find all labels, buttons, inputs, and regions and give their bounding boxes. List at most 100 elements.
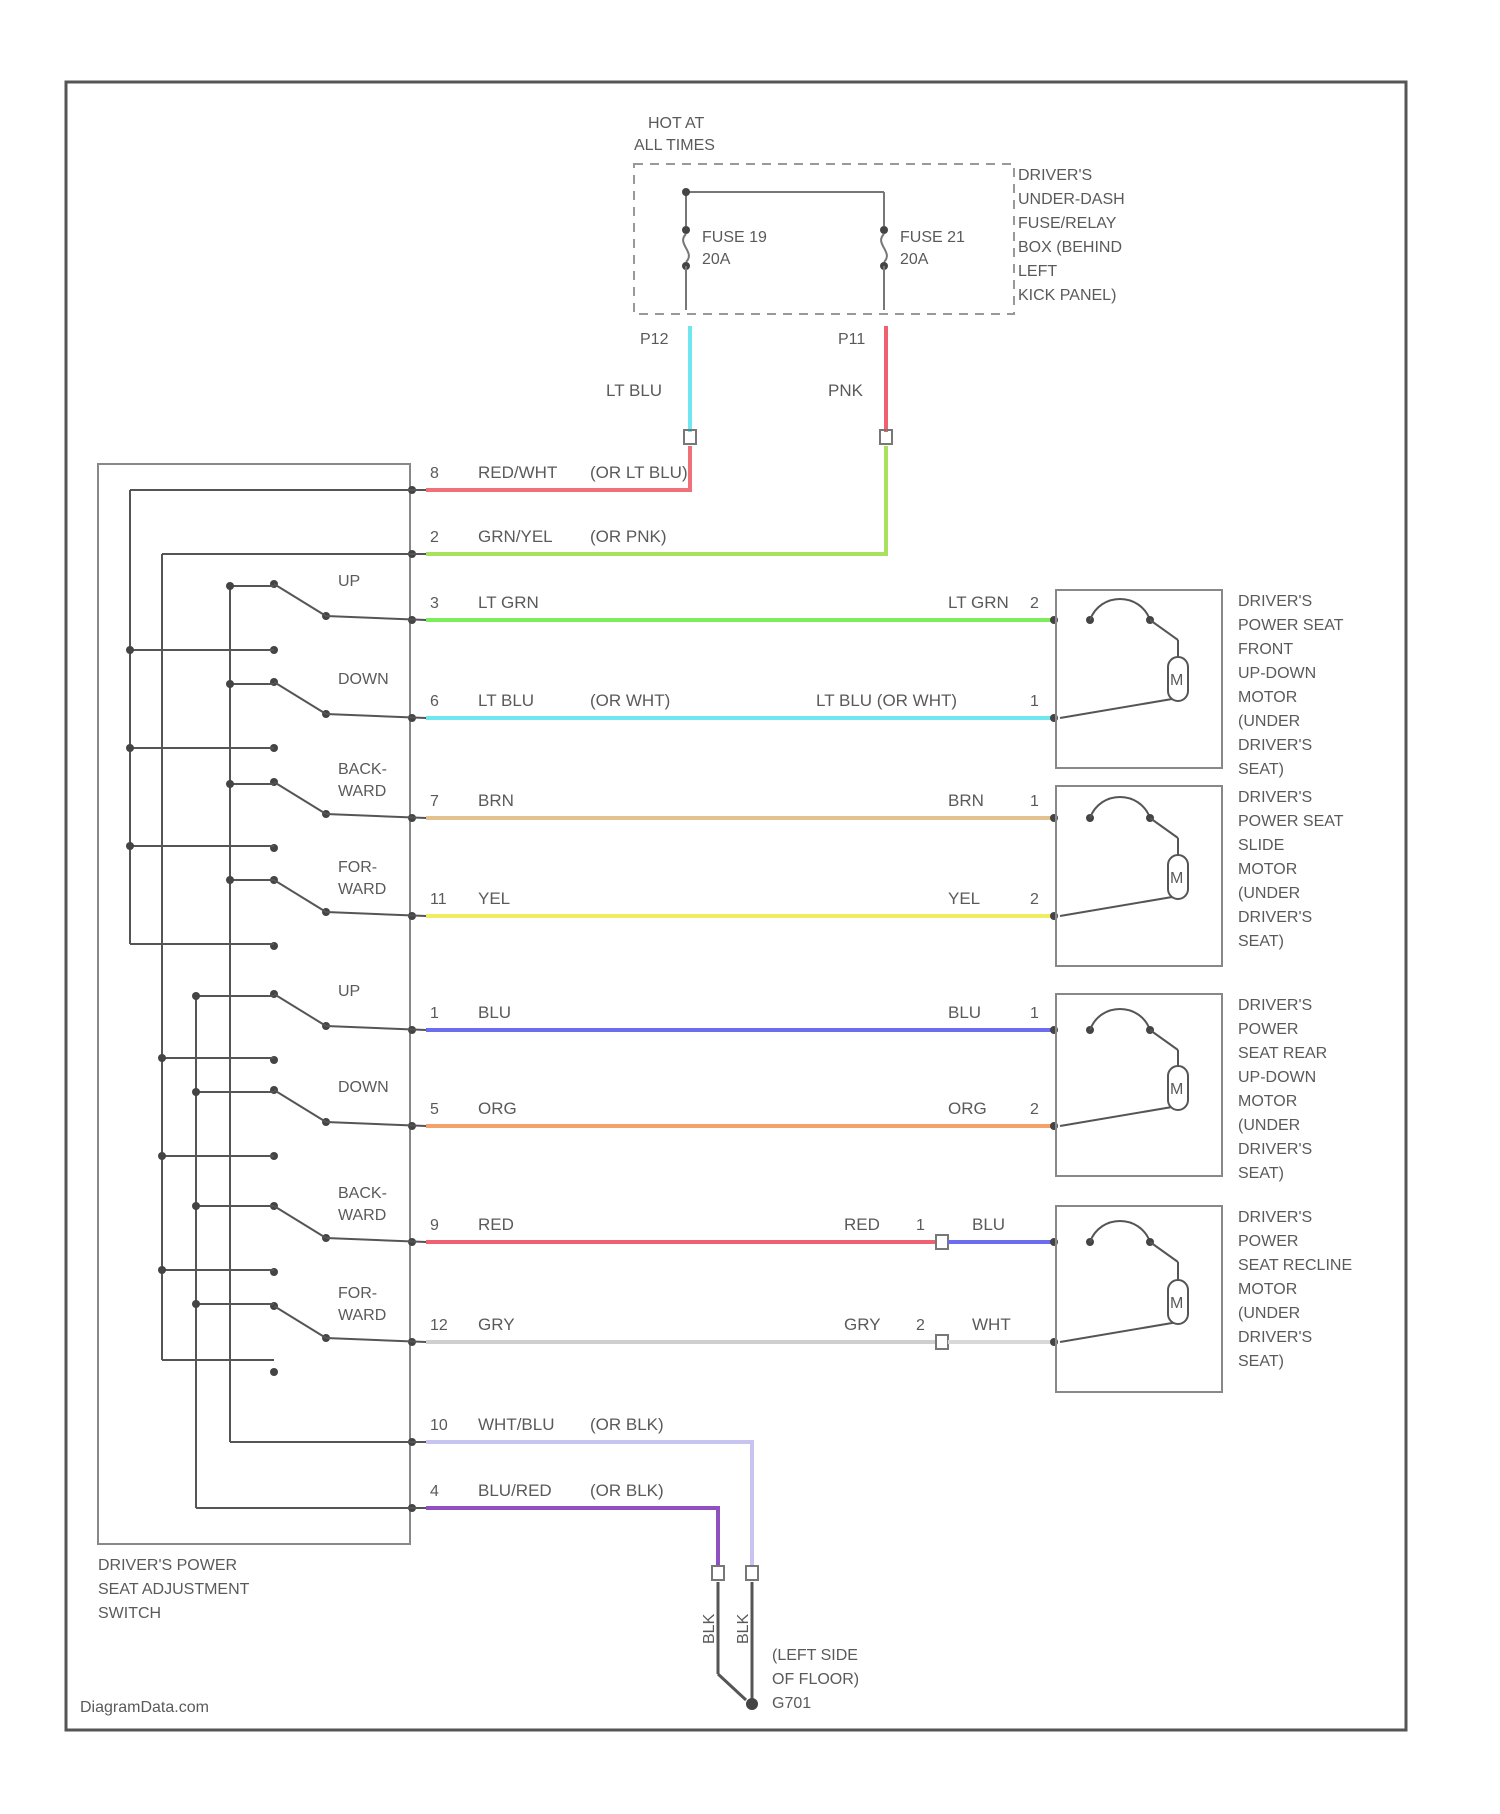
motor-symbol-label: M (1170, 1081, 1183, 1098)
wire-motor-label: BRN (948, 791, 984, 810)
power-header-line-1: HOT AT (648, 115, 705, 132)
switch-contact (270, 1368, 278, 1376)
wire-color-label: WHT/BLU (478, 1415, 555, 1434)
fuse-bus (682, 188, 888, 310)
wire-pin-label: 10 (430, 1417, 448, 1434)
wire-color-label: BRN (478, 791, 514, 810)
power-header-line-2: ALL TIMES (634, 137, 715, 154)
motor-label-line: MOTOR (1238, 1281, 1297, 1298)
motor-label-line: SEAT RECLINE (1238, 1257, 1352, 1274)
wire-pin-label: 5 (430, 1101, 439, 1118)
wire-pin-label: 4 (430, 1483, 439, 1500)
motor-label-line: DRIVER'S (1238, 909, 1312, 926)
wire-color-label: RED/WHT (478, 463, 557, 482)
motor-label-line: (UNDER (1238, 1305, 1300, 1322)
switch-label: WARD (338, 1207, 386, 1224)
motor-label-line: SEAT REAR (1238, 1045, 1327, 1062)
fuse-box-label: DRIVER'S UNDER-DASH FUSE/RELAY BOX (BEHI… (1018, 167, 1125, 304)
switch-label: FOR- (338, 859, 377, 876)
wire-pin-label: 11 (430, 891, 447, 908)
wire-motor-label: YEL (948, 889, 980, 908)
switch-label: WARD (338, 783, 386, 800)
wire-motor-label: GRY (844, 1315, 881, 1334)
motor-label-line: POWER (1238, 1233, 1298, 1250)
feed-connector-a (684, 430, 696, 444)
wire-pin-label: 12 (430, 1317, 448, 1334)
wire-motor-label: RED (844, 1215, 880, 1234)
wire-color-label: LT GRN (478, 593, 539, 612)
switch-label: DOWN (338, 1079, 389, 1096)
watermark: DiagramData.com (80, 1699, 209, 1716)
switch-label: WARD (338, 1307, 386, 1324)
svg-text:BOX (BEHIND: BOX (BEHIND (1018, 239, 1122, 256)
wire-motor-pin: 1 (916, 1217, 925, 1234)
svg-text:DRIVER'S POWER: DRIVER'S POWER (98, 1557, 237, 1574)
wire-alt-label: (OR BLK) (590, 1415, 664, 1434)
wire-alt-label: (OR BLK) (590, 1481, 664, 1500)
wire-color-label: GRN/YEL (478, 527, 553, 546)
motor-3: MDRIVER'SPOWERSEAT REARUP-DOWNMOTOR(UNDE… (1056, 994, 1327, 1182)
inline-connector (936, 1335, 948, 1349)
svg-text:FUSE/RELAY: FUSE/RELAY (1018, 215, 1117, 232)
fuse-21-icon (880, 226, 888, 234)
wire-color-label: LT BLU (478, 691, 534, 710)
motor-label-line: SLIDE (1238, 837, 1284, 854)
svg-text:OF FLOOR): OF FLOOR) (772, 1671, 859, 1688)
feed-wire-pnk-label: PNK (828, 381, 864, 400)
wire-pin-label: 8 (430, 465, 439, 482)
wire-pin-label: 7 (430, 793, 439, 810)
wire-color-label: RED (478, 1215, 514, 1234)
fuse-19-name: FUSE 19 (702, 229, 767, 246)
fuse-21-rating: 20A (900, 251, 929, 268)
switch-label: BACK- (338, 761, 387, 778)
switch-label: WARD (338, 881, 386, 898)
motor-label-line: DRIVER'S (1238, 789, 1312, 806)
wire-motor-label: LT GRN (948, 593, 1009, 612)
motor-label-line: (UNDER (1238, 713, 1300, 730)
motor-label-line: POWER (1238, 1021, 1298, 1038)
wire-pin-label: 6 (430, 693, 439, 710)
motor-label-line: MOTOR (1238, 861, 1297, 878)
wire-wht-blu (426, 1442, 752, 1566)
motor-label-line: MOTOR (1238, 689, 1297, 706)
fuse-19-terminal: P12 (640, 331, 669, 348)
switch-label: UP (338, 573, 360, 590)
motor-label-line: DRIVER'S (1238, 1209, 1312, 1226)
wire-blu-red (426, 1508, 718, 1566)
wire-motor-pin: 2 (1030, 595, 1039, 612)
motor-label-line: POWER SEAT (1238, 813, 1344, 830)
motor-1: MDRIVER'SPOWER SEATFRONTUP-DOWNMOTOR(UND… (1056, 590, 1344, 778)
switch-label: DRIVER'S POWER SEAT ADJUSTMENT SWITCH (98, 1557, 250, 1622)
wire-color-label: YEL (478, 889, 510, 908)
motor-symbol-label: M (1170, 672, 1183, 689)
ground-wire-label-2: BLK (735, 1613, 752, 1644)
motor-label-line: SEAT) (1238, 761, 1284, 778)
ground-label: (LEFT SIDE OF FLOOR) G701 (772, 1647, 859, 1712)
diagram-frame (66, 82, 1406, 1730)
svg-text:UNDER-DASH: UNDER-DASH (1018, 191, 1125, 208)
motor-label-line: SEAT) (1238, 1353, 1284, 1370)
motor-label-line: DRIVER'S (1238, 593, 1312, 610)
fuse-21-name: FUSE 21 (900, 229, 965, 246)
switch-housing (98, 464, 410, 1544)
motor-label-line: MOTOR (1238, 1093, 1297, 1110)
wire-motor-pin: 2 (1030, 891, 1039, 908)
fuse-21-terminal: P11 (838, 331, 865, 348)
wire-pin-label: 9 (430, 1217, 439, 1234)
motor-label-line: DRIVER'S (1238, 737, 1312, 754)
motor-label-line: UP-DOWN (1238, 665, 1316, 682)
wire-alt-label: (OR PNK) (590, 527, 667, 546)
wire-motor-pin: 1 (1030, 693, 1039, 710)
motor-label-line: (UNDER (1238, 1117, 1300, 1134)
svg-text:DRIVER'S: DRIVER'S (1018, 167, 1092, 184)
svg-text:LEFT: LEFT (1018, 263, 1057, 280)
switch-label: FOR- (338, 1285, 377, 1302)
ground-icon (746, 1698, 758, 1710)
wire-color-label: BLU (478, 1003, 511, 1022)
svg-text:G701: G701 (772, 1695, 811, 1712)
